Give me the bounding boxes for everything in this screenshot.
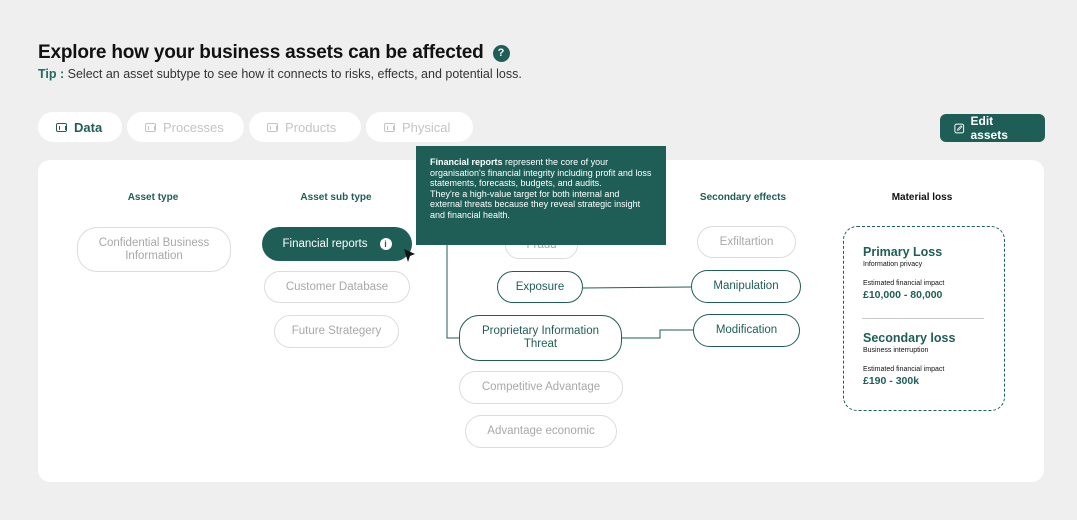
risk-item[interactable]: Advantage economic — [465, 415, 617, 448]
risk-item-active[interactable]: Proprietary Information Threat — [459, 315, 622, 361]
primary-loss-impact-label: Estimated financial impact — [863, 280, 945, 287]
sub-type-item[interactable]: Customer Database — [264, 271, 410, 303]
secondary-loss: Secondary loss Business interruption Est… — [863, 331, 993, 387]
tab-label: Data — [74, 119, 103, 135]
column-header-material-loss: Material loss — [891, 192, 953, 203]
tooltip-body-2: They're a high-value target for both int… — [430, 188, 641, 220]
tab-physical[interactable]: Physical — [366, 112, 473, 142]
tooltip-paragraph: Financial reports represent the core of … — [430, 157, 652, 189]
primary-loss-value: £10,000 - 80,000 — [863, 289, 943, 301]
secondary-loss-subtitle: Business interruption — [863, 347, 929, 354]
column-header-asset-type: Asset type — [127, 192, 179, 203]
risk-item-active[interactable]: Exposure — [497, 271, 583, 303]
primary-loss: Primary Loss Information privacy Estimat… — [863, 245, 993, 301]
tooltip-title: Financial reports — [430, 157, 503, 167]
chart-icon — [384, 122, 395, 132]
financial-reports-tooltip: Financial reports represent the core of … — [416, 146, 666, 245]
tab-label: Physical — [402, 119, 451, 135]
secondary-effect-item[interactable]: Exfiltartion — [697, 226, 796, 258]
chart-icon — [145, 122, 156, 132]
page-title: Explore how your business assets can be … — [38, 42, 484, 63]
tip-label: Tip : — [38, 67, 65, 81]
help-icon[interactable]: ? — [492, 44, 510, 62]
tip-body: Select an asset subtype to see how it co… — [64, 67, 522, 81]
tip-text: Tip : Select an asset subtype to see how… — [38, 67, 522, 81]
tab-products[interactable]: Products — [249, 112, 361, 142]
tooltip-body-1: represent the core of your organisation'… — [430, 157, 652, 188]
chart-icon — [267, 122, 278, 132]
secondary-loss-title: Secondary loss — [863, 331, 956, 345]
sub-type-item-selected[interactable]: Financial reports i — [262, 227, 412, 261]
secondary-loss-value: £190 - 300k — [863, 375, 920, 387]
asset-type-item[interactable]: Confidential Business Information — [77, 227, 231, 272]
tab-data[interactable]: Data — [38, 112, 122, 142]
tab-processes[interactable]: Processes — [127, 112, 244, 142]
page-header: Explore how your business assets can be … — [38, 42, 510, 64]
tab-label: Processes — [163, 119, 224, 135]
chart-icon — [56, 122, 67, 132]
material-loss-card — [843, 226, 1005, 411]
edit-icon — [954, 123, 965, 133]
column-header-asset-sub-type: Asset sub type — [300, 192, 372, 203]
tab-label: Products — [285, 119, 337, 135]
sub-type-label: Financial reports — [282, 237, 368, 250]
edit-assets-button[interactable]: Edit assets — [940, 114, 1045, 142]
info-icon[interactable]: i — [379, 238, 392, 250]
cursor-icon — [404, 249, 415, 262]
risk-item[interactable]: Competitive Advantage — [459, 371, 623, 404]
edit-assets-label: Edit assets — [970, 114, 1008, 142]
secondary-effect-item-active[interactable]: Manipulation — [691, 270, 801, 303]
secondary-effect-item-active[interactable]: Modification — [693, 314, 800, 347]
primary-loss-subtitle: Information privacy — [863, 261, 923, 268]
column-header-secondary-effects: Secondary effects — [699, 192, 787, 203]
secondary-loss-impact-label: Estimated financial impact — [863, 366, 945, 373]
sub-type-item[interactable]: Future Strategery — [274, 315, 399, 348]
divider — [862, 318, 984, 319]
primary-loss-title: Primary Loss — [863, 245, 943, 259]
